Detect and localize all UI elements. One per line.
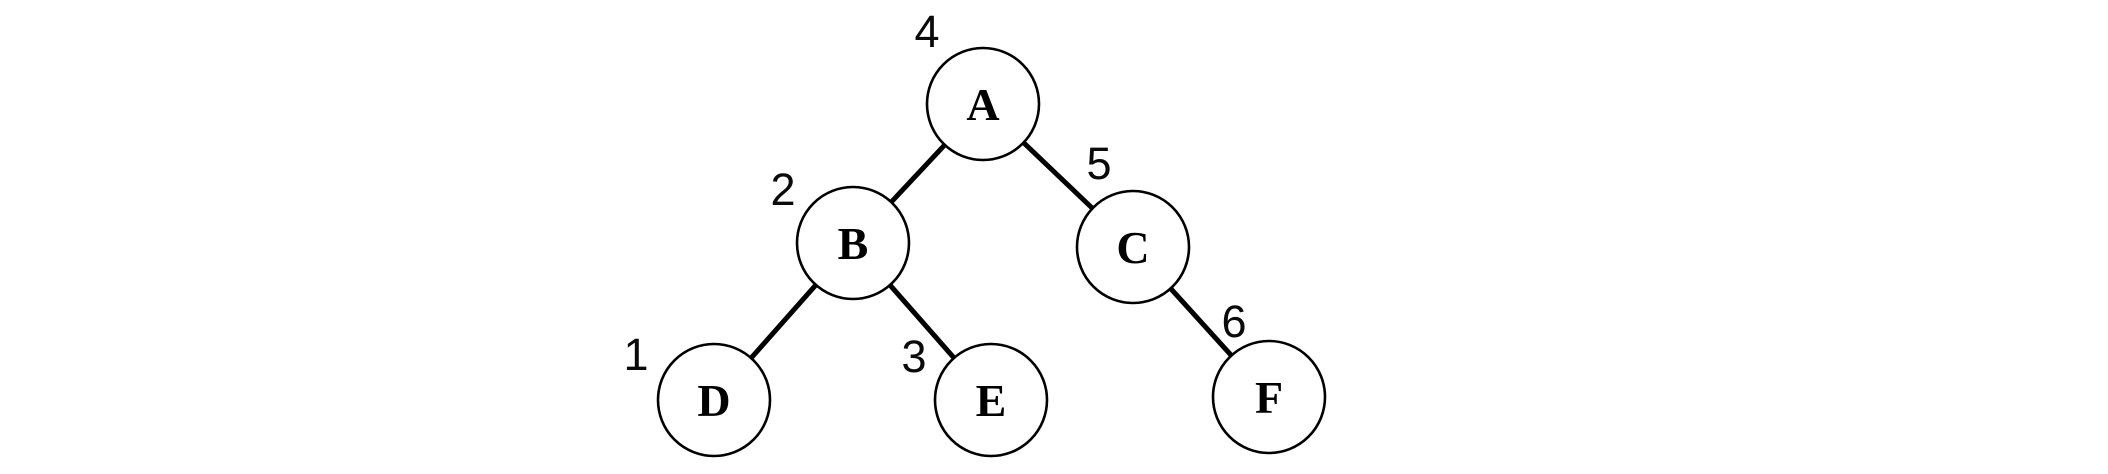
node-circle-A <box>925 46 1041 162</box>
node-label-D: D <box>697 375 730 426</box>
node-label-C: C <box>1116 222 1149 273</box>
order-label-D: 1 <box>623 329 648 380</box>
node-circle-D <box>656 342 772 458</box>
order-label-F: 6 <box>1221 296 1246 347</box>
node-label-F: F <box>1255 372 1283 423</box>
node-circle-E <box>933 342 1049 458</box>
node-circle-C <box>1075 189 1191 305</box>
node-circle-B <box>795 185 911 301</box>
node-label-E: E <box>976 375 1007 426</box>
order-label-E: 3 <box>901 331 926 382</box>
order-label-A: 4 <box>914 6 939 57</box>
node-circle-F <box>1211 339 1327 455</box>
order-label-C: 5 <box>1086 138 1111 189</box>
node-label-A: A <box>966 79 999 130</box>
order-label-B: 2 <box>770 164 795 215</box>
node-label-B: B <box>838 218 869 269</box>
